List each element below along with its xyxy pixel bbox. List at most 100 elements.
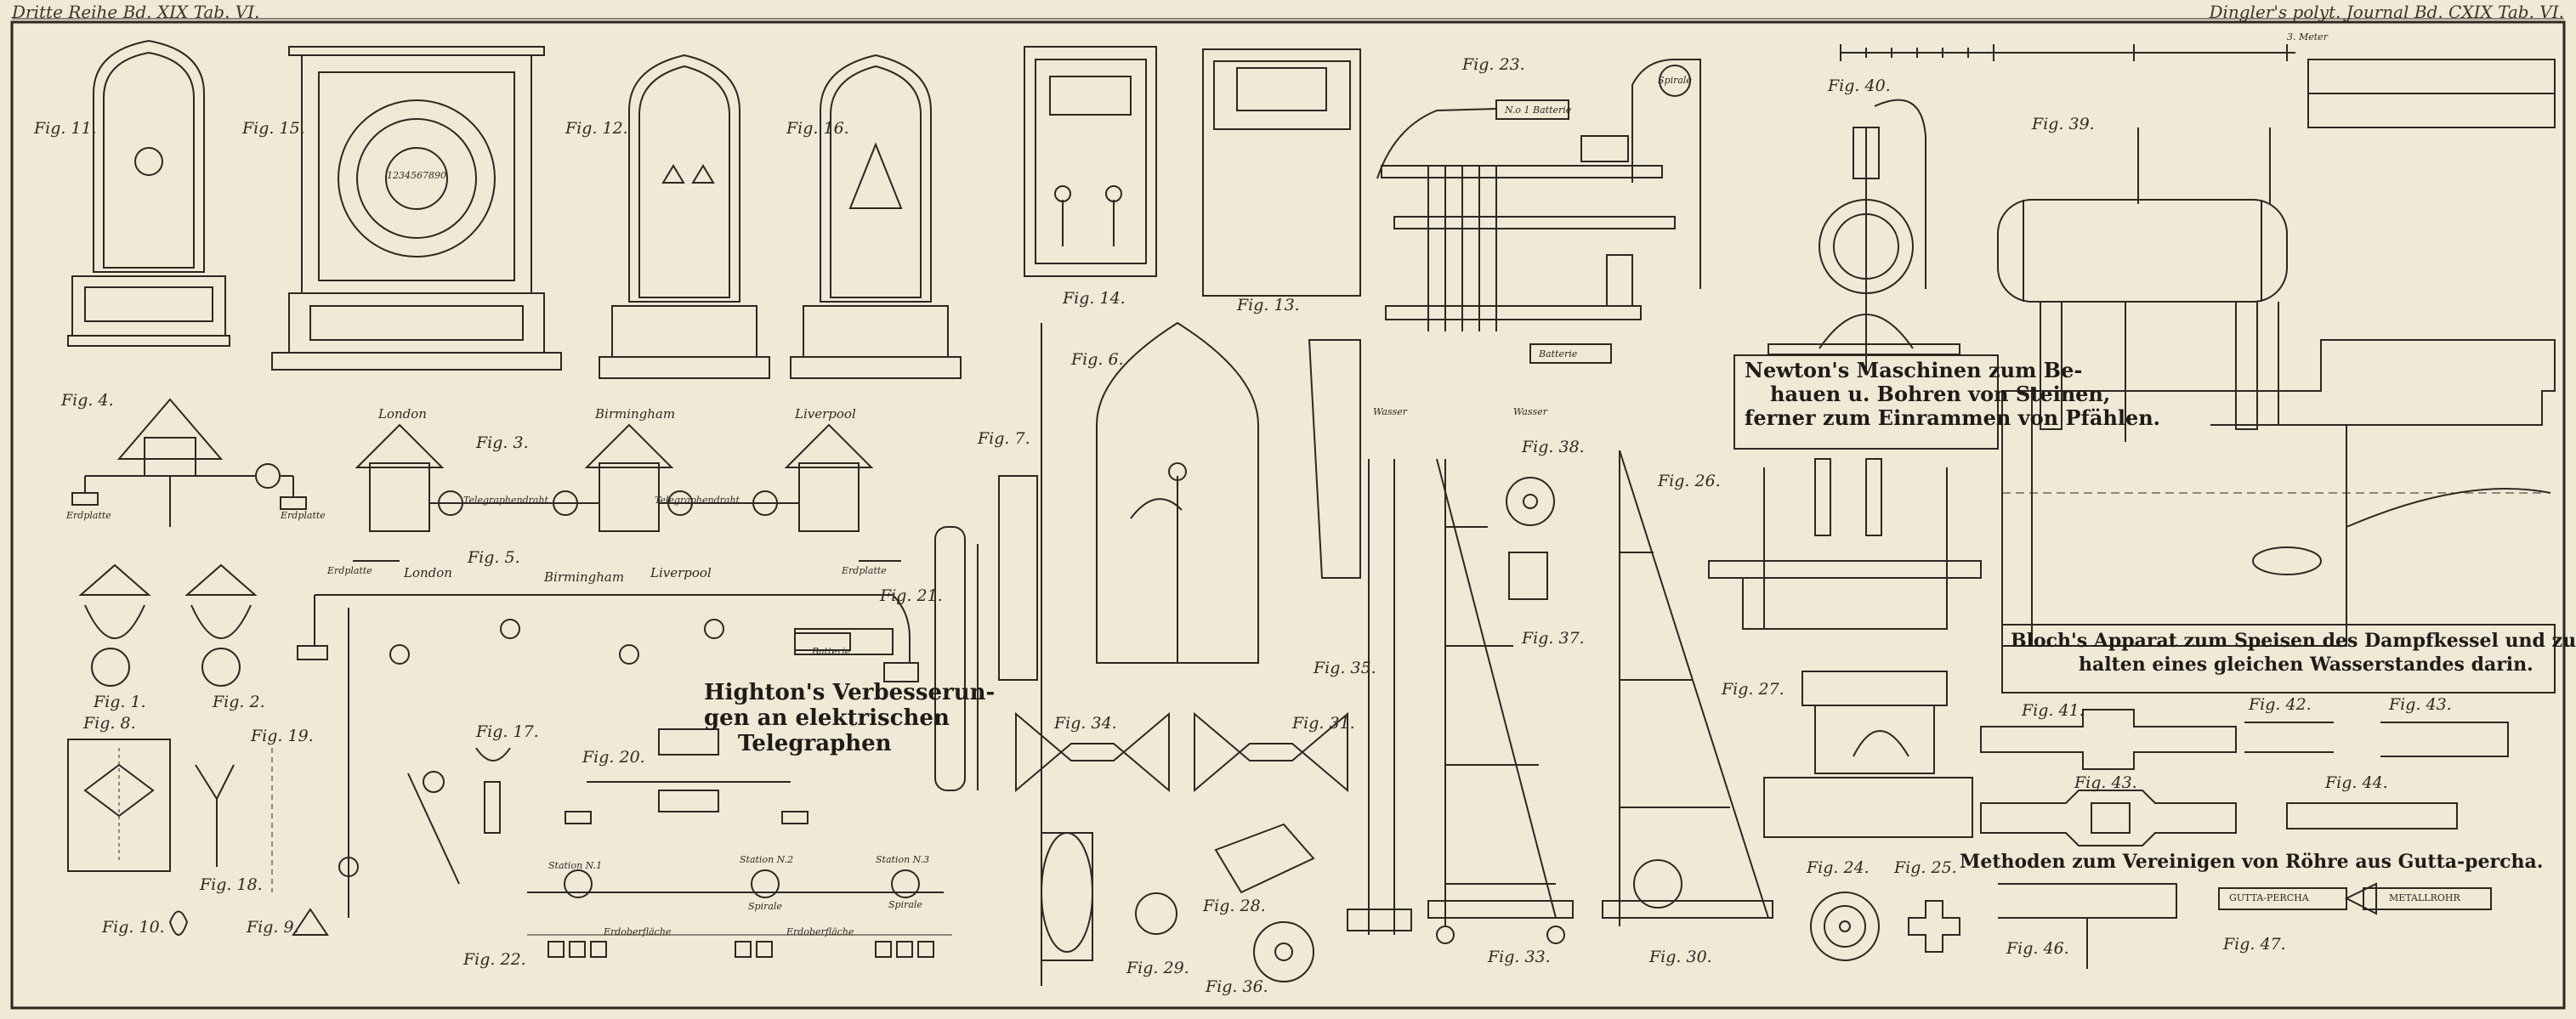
label-erdoberflaeche: Erdoberfläche [786,926,854,937]
fig-label: Fig. 3. [476,433,529,452]
fig-label: Fig. 19. [251,727,314,745]
fig-label: Fig. 27. [1722,680,1784,699]
place-liverpool: Liverpool [795,406,856,422]
newton-title: Newton's Maschinen zum Be- hauen u. Bohr… [1745,359,2160,430]
fig-label: Fig. 9. [247,918,299,937]
label-batterie: Batterie [1539,348,1578,359]
fig3-stations [353,423,901,562]
fig-label: Fig. 15. [242,119,305,138]
label-spirale: Spirale [888,899,922,910]
fig-label: Fig. 31. [1292,714,1355,733]
highton-title-line2: gen an elektrischen [704,705,950,731]
fig-label: Fig. 46. [2006,939,2069,958]
fig-label: Fig. 43. [2389,695,2452,714]
highton-title-line1: Highton's Verbesserun- [704,680,996,705]
fig-label: Fig. 28. [1203,897,1266,915]
fig23-apparatus [1376,59,1701,364]
fig-label: Fig. 8. [83,714,136,733]
fig-label: Fig. 40. [1828,76,1891,95]
fig-label: Fig. 16. [786,119,849,138]
fig-label: Fig. 37. [1522,629,1585,648]
fig-label: Fig. 17. [476,722,539,741]
fig-label: Fig. 42. [2249,695,2312,714]
label-telegraphendraht: Telegraphendraht [463,495,548,506]
place-birmingham: Birmingham [595,406,676,422]
place-london-5: London [404,565,452,580]
fig-label: Fig. 47. [2223,935,2286,954]
label-batterie: Batterie [812,646,851,657]
fig-label: Fig. 36. [1206,977,1268,996]
fig-label: Fig. 33. [1488,948,1551,966]
fig15-clock-case [271,46,562,371]
bloch-title-line1: Bloch's Apparat zum Speisen des Dampfkes… [2011,630,2576,652]
label-erdplatte: Erdplatte [327,565,372,576]
fig8-diagram [67,739,171,872]
highton-title: Highton's Verbesserun- gen an elektrisch… [704,680,995,756]
newton-title-box [1733,354,1999,450]
fig-label: Fig. 10. [102,918,165,937]
fig30-frame [1602,450,1773,926]
place-london: London [378,406,427,422]
small-figs [168,747,511,936]
fig-label: Fig. 34. [1054,714,1117,733]
fig40-boring-machine [1767,99,1960,374]
fig16-instrument-case [790,54,962,379]
label-gutta-percha: GUTTA-PERCHA [2229,892,2309,903]
fig26-machine [1708,458,1982,630]
label-station-2: Station N.2 [740,854,794,865]
header-left: Dritte Reihe Bd. XIX Tab. VI. [12,2,260,22]
label-wasser: Wasser [1513,406,1547,417]
newton-title-line2: hauen u. Bohren von Steinen, [1770,382,2111,406]
fig-label: Fig. 18. [200,875,263,894]
fig14-panel [1024,46,1157,277]
fig-label: Fig. 22. [463,950,526,969]
fig-label: Fig. 7. [978,429,1030,448]
fig-label: Fig. 6. [1071,350,1124,369]
fig5-line [297,594,919,918]
fig-label: Fig. 44. [2325,773,2388,792]
fig-label: Fig. 12. [565,119,628,138]
header-right: Dingler's polyt. Journal Bd. CXIX Tab. V… [2209,2,2564,22]
scale-bar [1840,44,2295,61]
label-dial: 1234567890 [387,170,446,181]
fig35-frame [1308,339,1412,935]
label-telegraphendraht: Telegraphendraht [655,495,740,506]
label-meter: 3. Meter [2287,31,2328,42]
fig6-apparatus [1096,321,1259,664]
place-liverpool-5: Liverpool [650,565,712,580]
bloch-title-line2: halten eines gleichen Wasserstandes dari… [2079,654,2533,676]
fig29-wheels [1041,832,1177,961]
label-erdplatte: Erdplatte [66,510,111,521]
fig11-clock-case [67,39,230,347]
fig-label: Fig. 5. [468,548,520,567]
label-erdplatte: Erdplatte [842,565,887,576]
fig-label: Fig. 2. [213,693,265,711]
fig-label: Fig. 38. [1522,438,1585,456]
fig-label: Fig. 13. [1237,296,1300,314]
fig-label: Fig. 1. [94,693,146,711]
fig34-fig31-frames [1015,711,1348,793]
label-metallrohr: METALLROHR [2389,892,2460,903]
bloch-title: Bloch's Apparat zum Speisen des Dampfkes… [2011,629,2576,677]
fig13-panel [1202,48,1361,297]
newton-title-line3: ferner zum Einrammen von Pfählen. [1745,405,2161,430]
gutta-title: Methoden zum Vereinigen von Röhre aus Gu… [1960,851,2544,873]
fig22-stations [527,869,952,958]
fig-label: Fig. 30. [1649,948,1712,966]
fig27-machine [1763,671,1973,838]
fig-label: Fig. 23. [1462,55,1525,74]
fig-label: Fig. 35. [1314,659,1376,677]
place-birmingham-5: Birmingham [544,569,625,585]
label-station-3: Station N.3 [876,854,930,865]
fig-label: Fig. 25. [1894,858,1957,877]
fig-label: Fig. 20. [582,748,645,767]
newton-title-line1: Newton's Maschinen zum Be- [1745,358,2083,382]
fig-label: Fig. 24. [1807,858,1870,877]
fig-label: Fig. 43. [2074,773,2137,792]
fig-label: Fig. 21. [880,586,943,605]
fig4-instrument [71,398,307,527]
fig20-circuit [565,728,809,824]
label-station-1: Station N.1 [548,860,603,871]
fig-label: Fig. 4. [61,391,114,410]
